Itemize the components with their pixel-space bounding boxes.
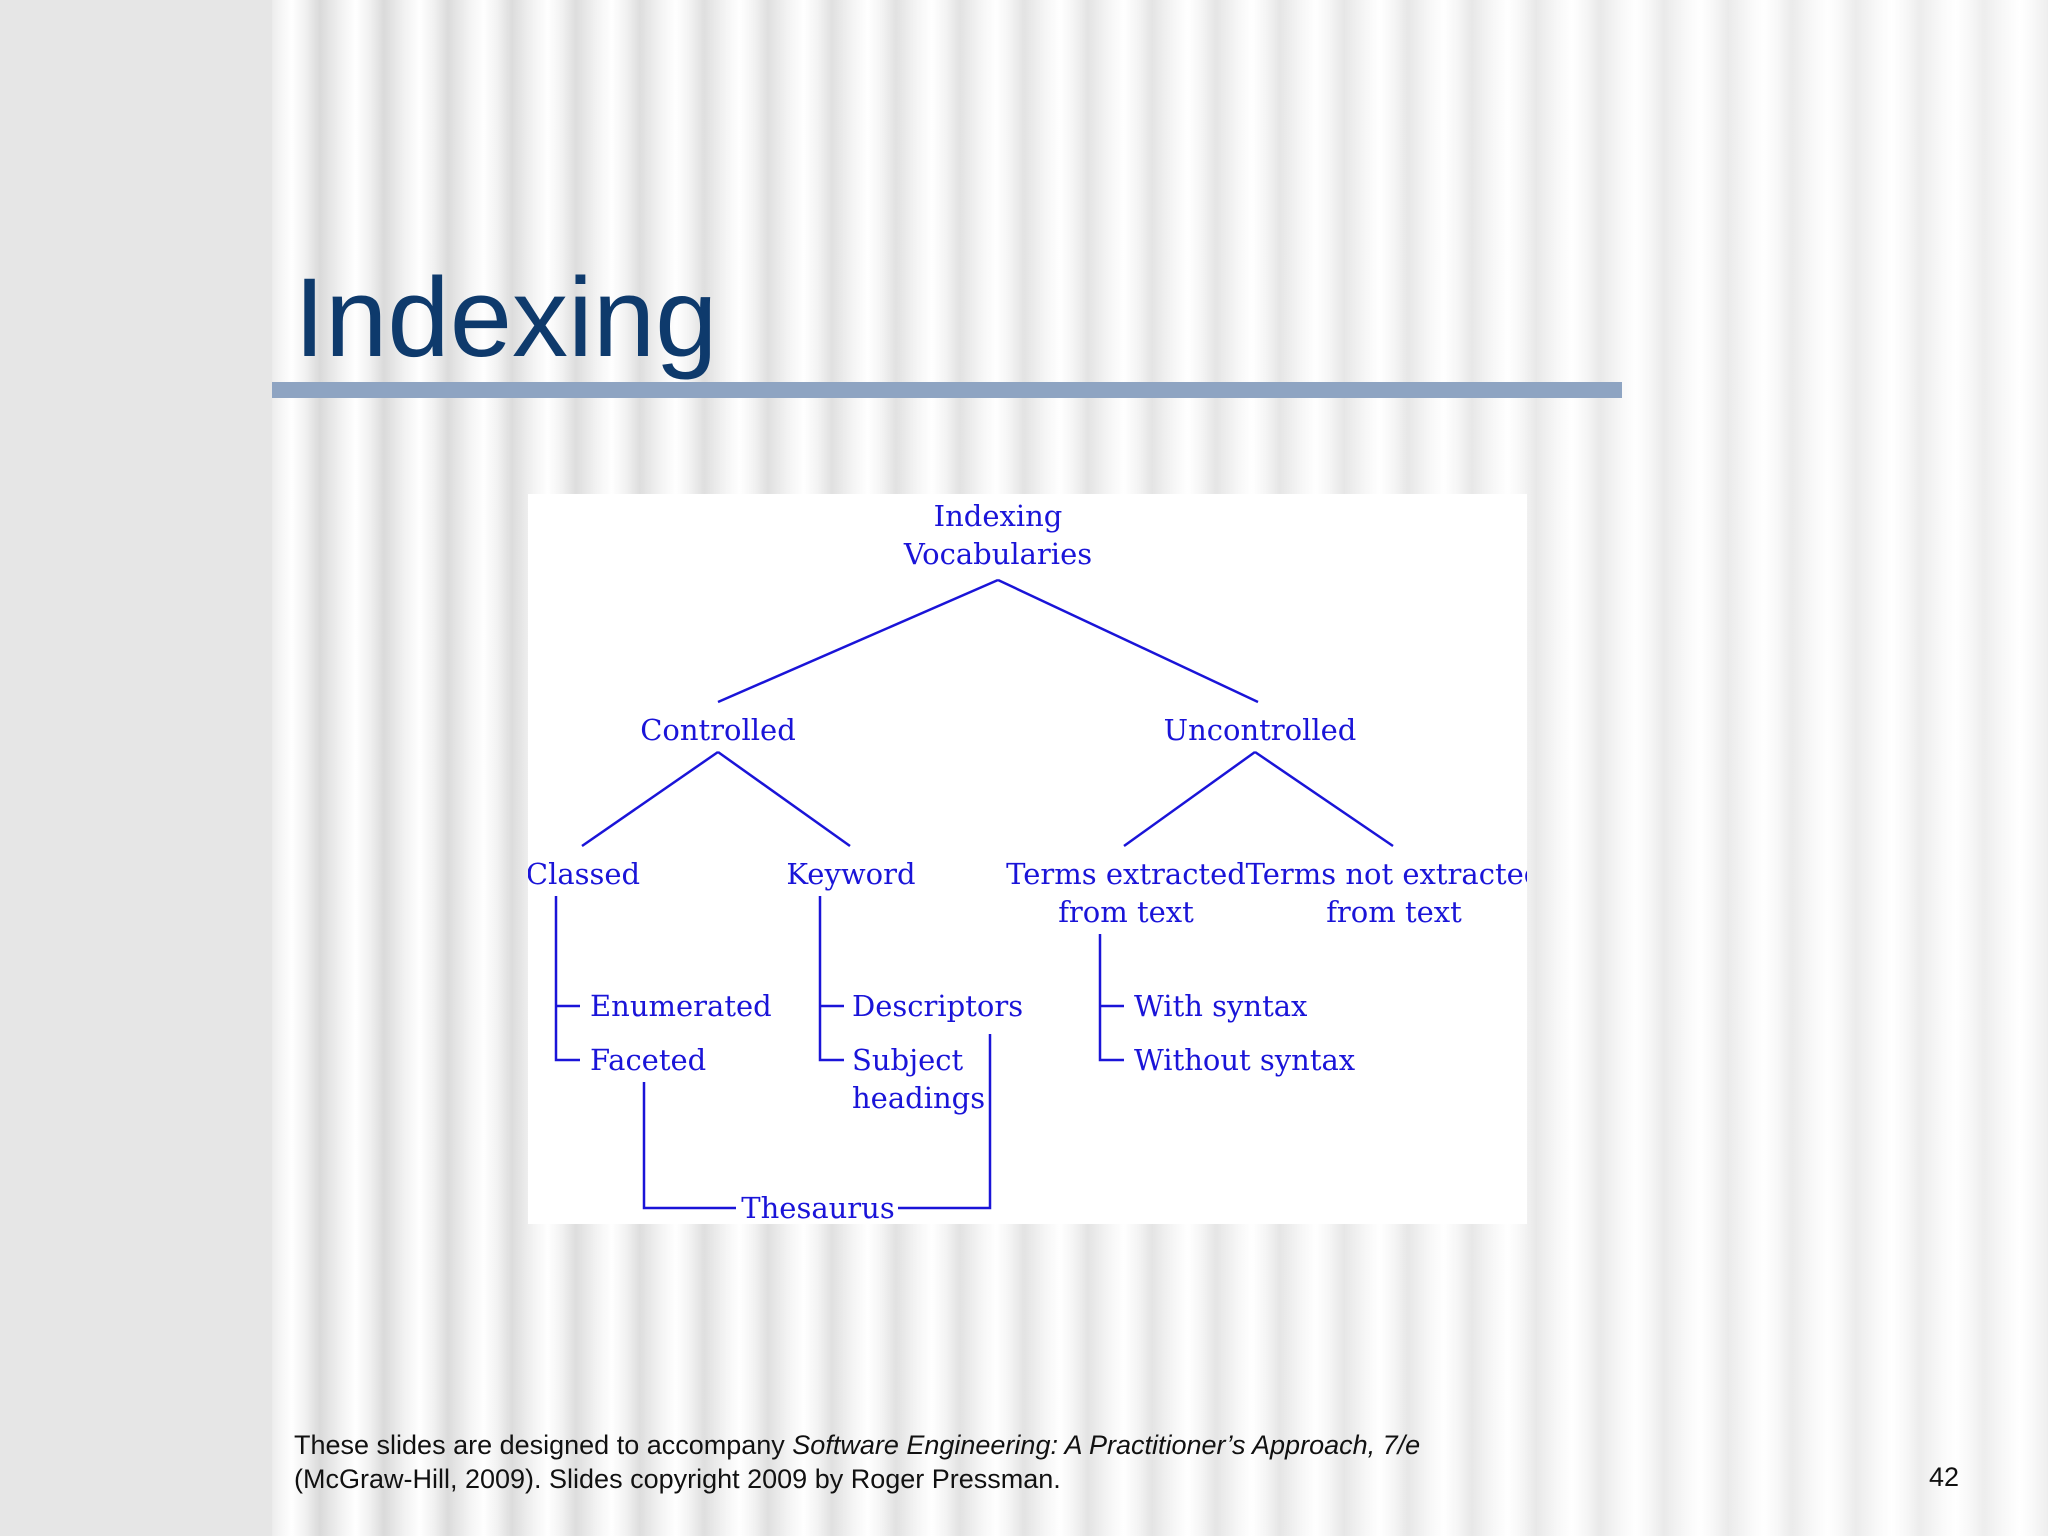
footer-line1: These slides are designed to accompany S… bbox=[294, 1428, 1694, 1462]
descriptors-label: Descriptors bbox=[852, 989, 1023, 1023]
footer-line1-prefix: These slides are designed to accompany bbox=[294, 1430, 793, 1460]
faceted-label: Faceted bbox=[590, 1043, 706, 1077]
footer-line2: (McGraw-Hill, 2009). Slides copyright 20… bbox=[294, 1464, 1061, 1494]
thesaurus-left-link bbox=[642, 1082, 736, 1210]
edge-uncontrolled-not-extracted bbox=[1254, 750, 1394, 848]
slide-footer: These slides are designed to accompany S… bbox=[294, 1428, 1694, 1496]
keyword-label: Keyword bbox=[786, 857, 915, 891]
bracket-keyword bbox=[818, 896, 844, 1062]
terms-extracted-line1: Terms extracted bbox=[1006, 857, 1246, 891]
subject-headings-line2: headings bbox=[852, 1081, 985, 1115]
with-syntax-label: With syntax bbox=[1134, 989, 1307, 1023]
edge-root-uncontrolled bbox=[997, 578, 1259, 704]
edge-controlled-classed bbox=[581, 750, 719, 848]
terms-not-extracted-line2: from text bbox=[1326, 895, 1462, 929]
root-label-line2: Vocabularies bbox=[903, 537, 1092, 571]
thesaurus-label: Thesaurus bbox=[741, 1191, 894, 1224]
footer-book-title: Software Engineering: A Practitioner’s A… bbox=[792, 1430, 1421, 1460]
thesaurus-right-link bbox=[898, 1034, 992, 1210]
slide-title: Indexing bbox=[294, 255, 718, 380]
uncontrolled-label: Uncontrolled bbox=[1164, 713, 1357, 747]
edge-root-controlled bbox=[717, 578, 999, 704]
enumerated-label: Enumerated bbox=[590, 989, 772, 1023]
terms-extracted-line2: from text bbox=[1058, 895, 1194, 929]
without-syntax-label: Without syntax bbox=[1134, 1043, 1355, 1077]
bracket-terms-extracted bbox=[1098, 934, 1124, 1062]
terms-not-extracted-line1: Terms not extracted bbox=[1246, 857, 1527, 891]
diagram-svg: Indexing Vocabularies Controlled Uncontr… bbox=[528, 499, 1527, 1224]
edge-uncontrolled-extracted bbox=[1123, 750, 1256, 848]
bracket-classed bbox=[554, 896, 580, 1062]
page-number: 42 bbox=[1928, 1462, 1959, 1492]
indexing-diagram: Indexing Vocabularies Controlled Uncontr… bbox=[528, 494, 1527, 1224]
subject-headings-line1: Subject bbox=[852, 1043, 964, 1077]
controlled-label: Controlled bbox=[640, 713, 796, 747]
root-label-line1: Indexing bbox=[934, 499, 1063, 533]
edge-controlled-keyword bbox=[717, 750, 851, 848]
title-underline bbox=[272, 382, 1622, 398]
classed-label: Classed bbox=[528, 857, 640, 891]
diagram-connectors bbox=[554, 578, 1394, 1210]
